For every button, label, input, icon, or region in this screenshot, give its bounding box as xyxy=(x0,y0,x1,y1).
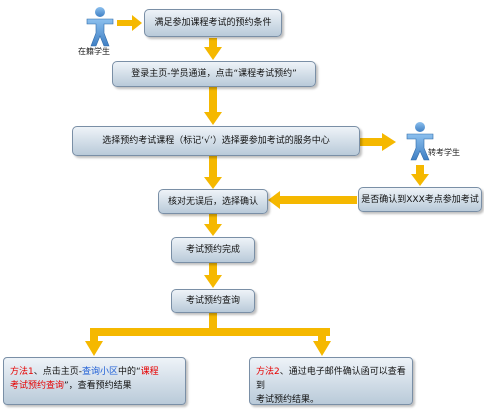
method-2-text: 、通过电子邮件确认函可以查看到 xyxy=(256,367,406,391)
method-1-note: 方法1、点击主页-查询小区中的“课程考试预约查询”，查看预约结果 xyxy=(3,357,186,405)
method-1-link-query: 考试预约查询 xyxy=(10,381,65,391)
step-confirm-center: 是否确认到XXX考点参加考试 xyxy=(358,187,482,212)
method-1-link-area: 查询小区 xyxy=(81,367,118,377)
method-1-text: 、点击主页- xyxy=(33,367,82,377)
step-done: 考试预约完成 xyxy=(171,237,255,263)
actor-label-transfer: 转考学生 xyxy=(428,148,460,157)
step-start: 满足参加课程考试的预约条件 xyxy=(144,9,282,37)
method-2-note: 方法2、通过电子邮件确认函可以查看到考试预约结果。 xyxy=(249,357,413,405)
step-login: 登录主页-学员通道，点击“课程考试预约” xyxy=(112,61,316,87)
method-2-label: 方法2 xyxy=(256,367,280,377)
method-1-text-3: ”，查看预约结果 xyxy=(64,381,132,391)
method-1-link-course: 课程 xyxy=(140,367,159,377)
step-query: 考试预约查询 xyxy=(171,289,255,313)
actor-label-enrolled: 在籍学生 xyxy=(78,47,110,56)
person-icon xyxy=(406,122,434,161)
method-1-text-2: 中的“ xyxy=(118,367,141,377)
arrows xyxy=(85,15,429,356)
method-1-label: 方法1 xyxy=(10,367,34,377)
step-select: 选择预约考试课程（标记‘√’）选择要参加考试的服务中心 xyxy=(72,126,360,156)
person-icon xyxy=(86,7,114,47)
step-verify: 核对无误后，选择确认 xyxy=(158,189,268,214)
method-2-text-2: 考试预约结果。 xyxy=(256,395,320,405)
